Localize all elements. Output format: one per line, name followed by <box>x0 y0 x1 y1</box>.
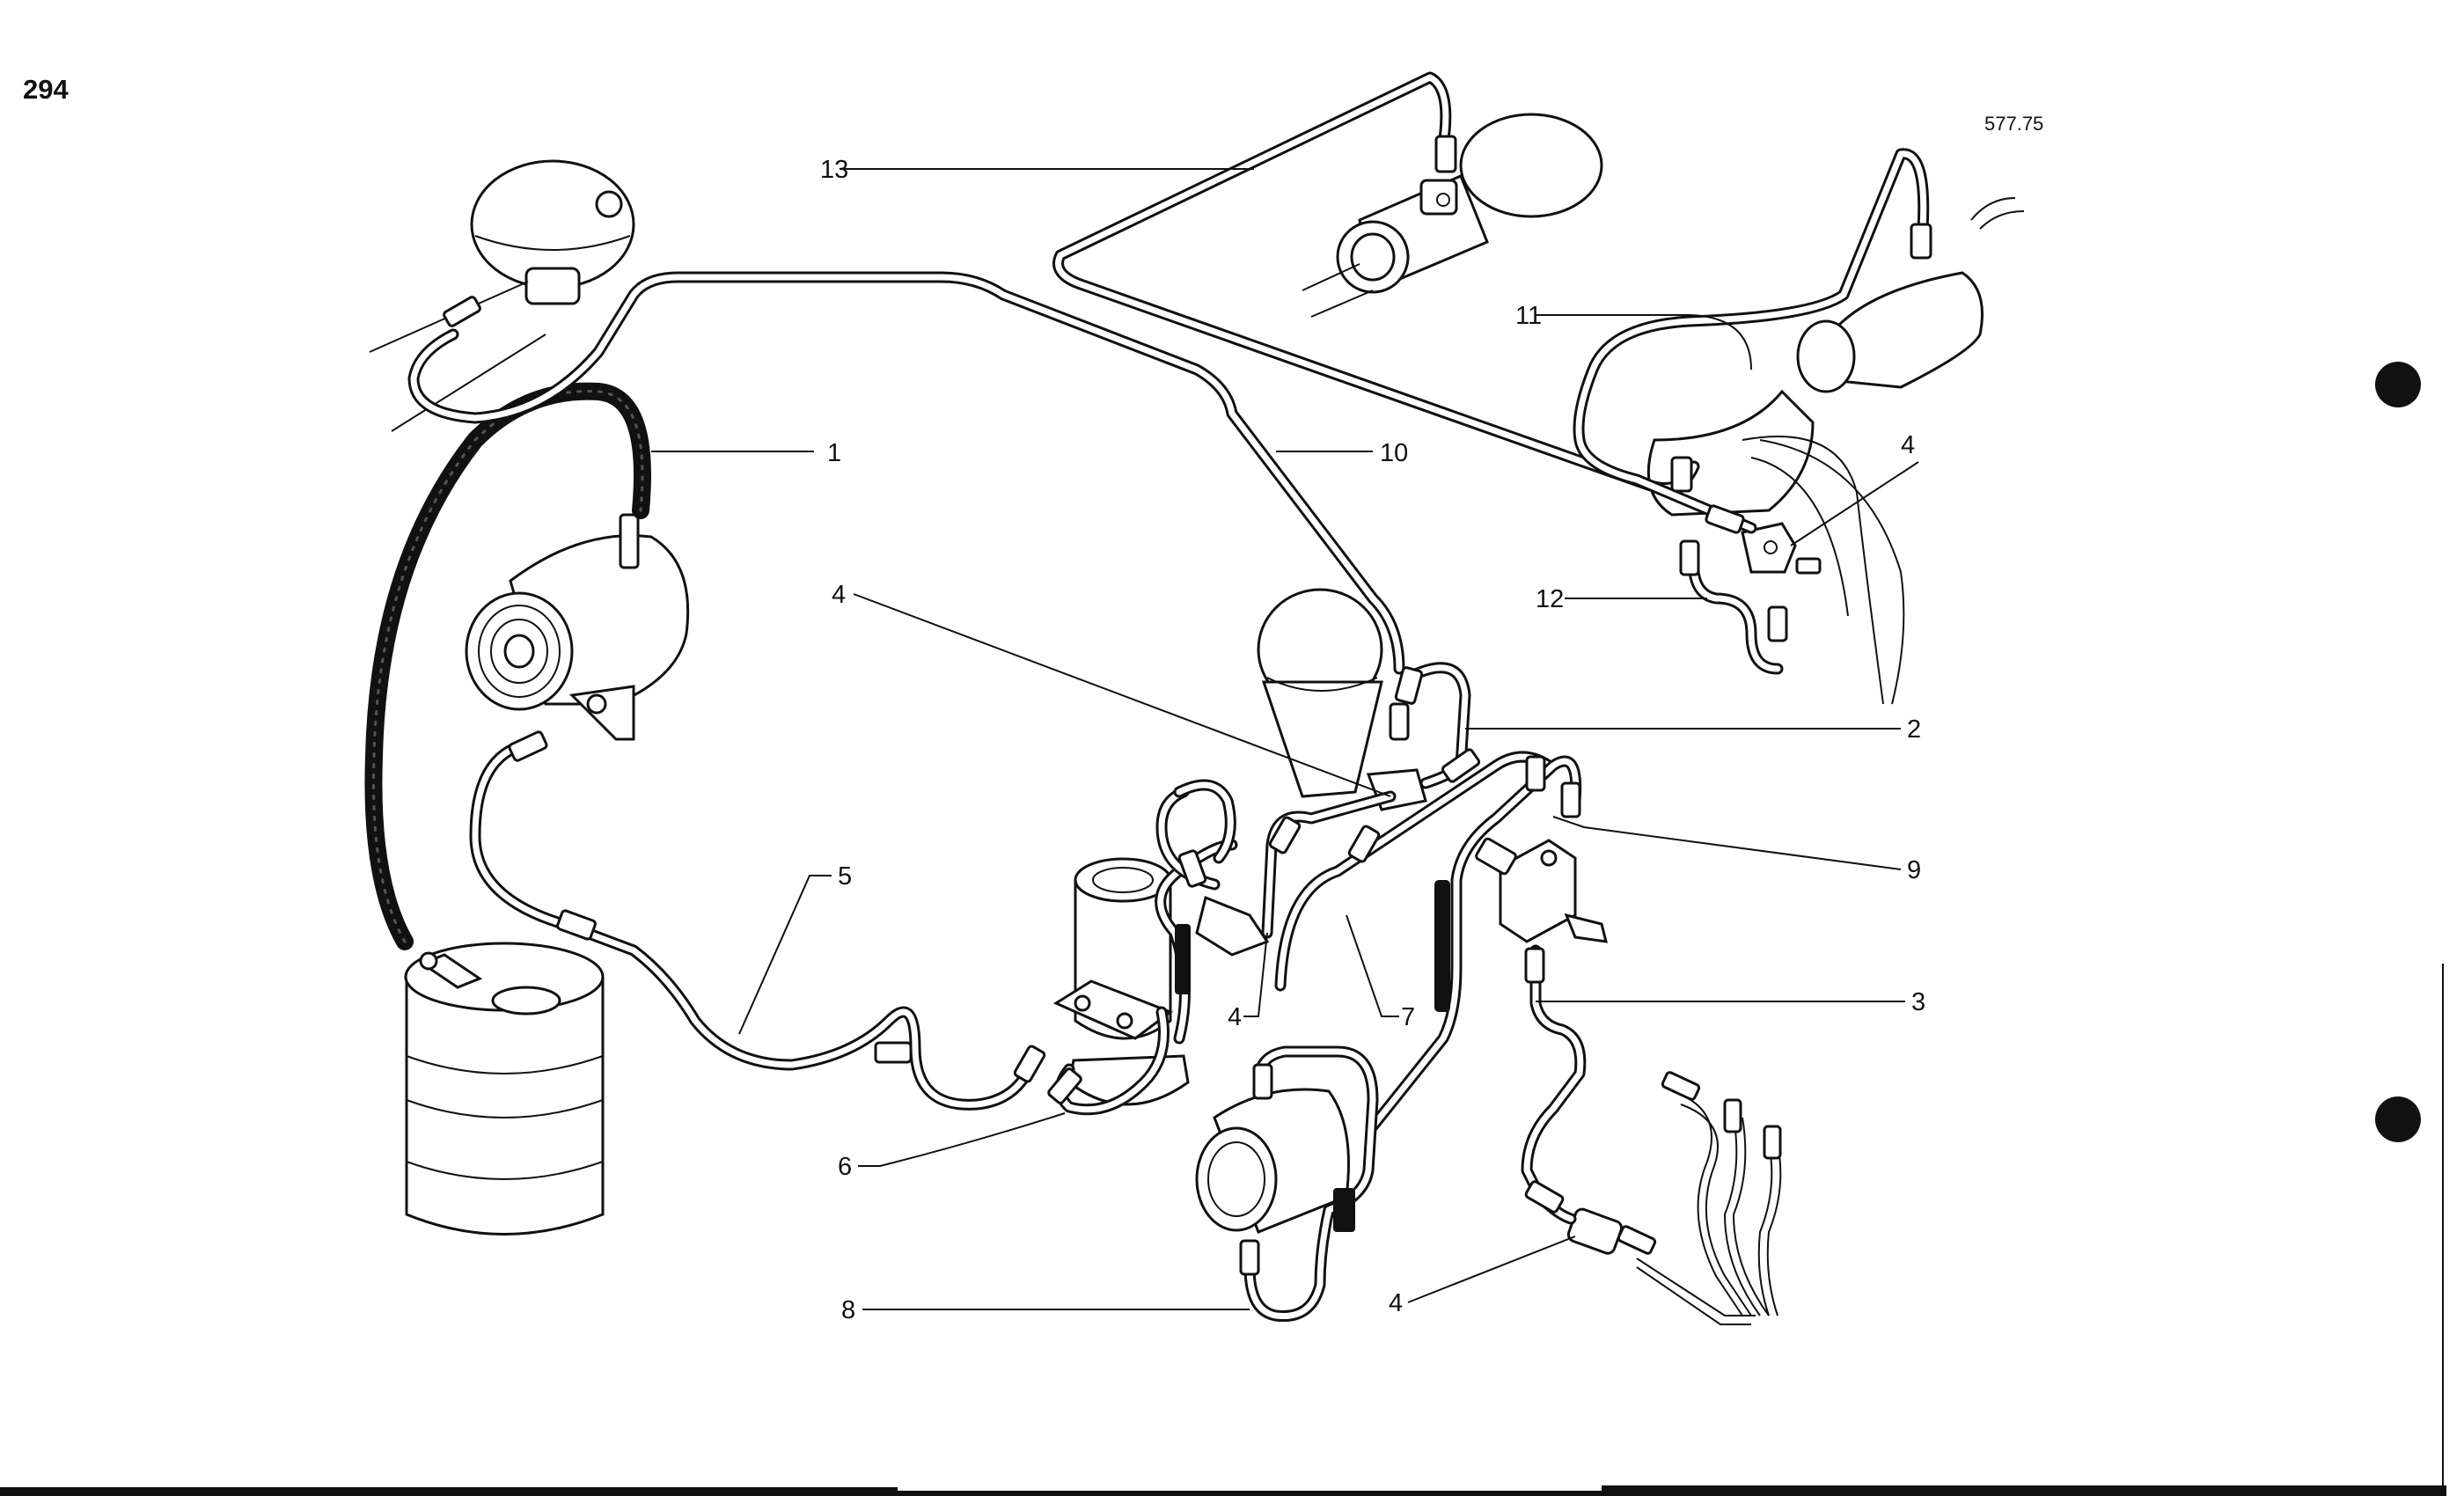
callout-13: 13 <box>820 156 848 184</box>
callout-8: 8 <box>841 1296 855 1324</box>
pipe-3 <box>1521 944 1587 1225</box>
callout-labels: 13 1 10 11 4 12 4 2 9 3 7 4 5 6 8 4 <box>820 156 1925 1324</box>
page-border <box>0 964 2446 1496</box>
junction-block-centre-left <box>1195 895 1270 957</box>
callout-7: 7 <box>1401 1003 1415 1031</box>
callout-9: 9 <box>1907 856 1921 884</box>
pipe-8 <box>1243 1045 1379 1323</box>
brake-control-valve <box>1475 837 1608 943</box>
callout-3: 3 <box>1911 988 1925 1016</box>
pipe-5 <box>469 742 1040 1111</box>
page-number: 294 <box>23 74 69 105</box>
callout-6: 6 <box>838 1153 852 1181</box>
fluid-reservoir <box>404 942 605 1236</box>
binder-hole-bottom <box>2375 1096 2421 1142</box>
junction-block-right <box>1741 522 1822 575</box>
high-pressure-pump <box>465 513 690 741</box>
pressure-regulator <box>1052 857 1190 1106</box>
front-suspension-cylinder-centre <box>1302 113 1603 318</box>
callout-4-centre: 4 <box>832 581 846 609</box>
rear-brake-cylinder <box>1195 1088 1350 1234</box>
pipe-fittings <box>443 135 1932 1276</box>
callout-10: 10 <box>1380 439 1408 467</box>
pipe-outline-group <box>1636 1090 1782 1325</box>
spring-sleeves <box>1175 880 1450 1232</box>
callout-11: 11 <box>1515 302 1542 330</box>
main-accumulator <box>1257 588 1383 798</box>
junction-block-bottom <box>1566 1207 1624 1255</box>
callout-4-right: 4 <box>1901 431 1915 459</box>
pipe-regulator-loop <box>1155 779 1238 1045</box>
callout-leaders <box>651 168 1919 1310</box>
callout-1: 1 <box>827 439 841 467</box>
drawing-reference: 577.75 <box>1984 113 2043 135</box>
binder-hole-top <box>2375 362 2421 407</box>
front-suspension-sphere-left <box>369 159 635 432</box>
callout-4-lower: 4 <box>1228 1003 1242 1031</box>
pipe-2 <box>1402 662 1471 789</box>
pipe-12 <box>1687 544 1784 675</box>
rear-suspension-cylinder-right <box>1646 197 2025 705</box>
pipe-9 <box>1367 755 1582 1133</box>
callout-5: 5 <box>838 862 852 891</box>
return-hose-1 <box>364 382 651 950</box>
callout-2: 2 <box>1907 715 1921 744</box>
callout-12: 12 <box>1536 585 1564 613</box>
callout-4-bottom: 4 <box>1389 1289 1403 1317</box>
pipe-11 <box>1573 148 1930 534</box>
